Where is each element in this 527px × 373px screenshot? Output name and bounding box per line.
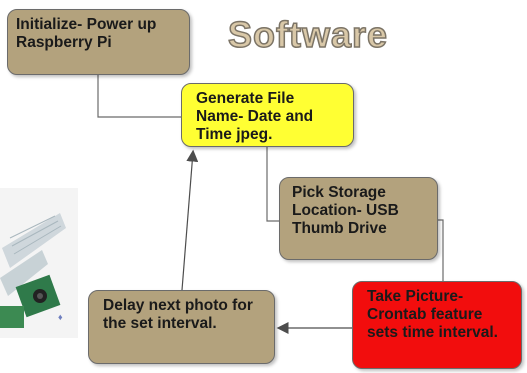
connector-init-to-generate <box>97 75 181 118</box>
delay-box: Delay next photo for the set interval. <box>88 290 275 364</box>
storage-label: Pick Storage Location- USB Thumb Drive <box>292 184 399 237</box>
page-title: Software <box>227 13 389 56</box>
camera-board-photo: ♦ <box>0 188 78 338</box>
connector-storage-to-picture <box>437 219 444 282</box>
storage-box: Pick Storage Location- USB Thumb Drive <box>279 177 438 260</box>
generate-filename-label: Generate File Name- Date and Time jpeg. <box>196 90 314 143</box>
svg-text:♦: ♦ <box>58 312 63 322</box>
arrow-delay-to-generate <box>181 149 199 291</box>
init-label: Initialize- Power up Raspberry Pi <box>16 16 157 51</box>
delay-label: Delay next photo for the set interval. <box>103 297 253 332</box>
connector-generate-to-storage <box>266 145 279 222</box>
generate-filename-box: Generate File Name- Date and Time jpeg. <box>181 83 354 147</box>
take-picture-label: Take Picture- Crontab feature sets time … <box>367 288 498 341</box>
init-box: Initialize- Power up Raspberry Pi <box>7 9 190 75</box>
take-picture-box: Take Picture- Crontab feature sets time … <box>352 281 522 369</box>
